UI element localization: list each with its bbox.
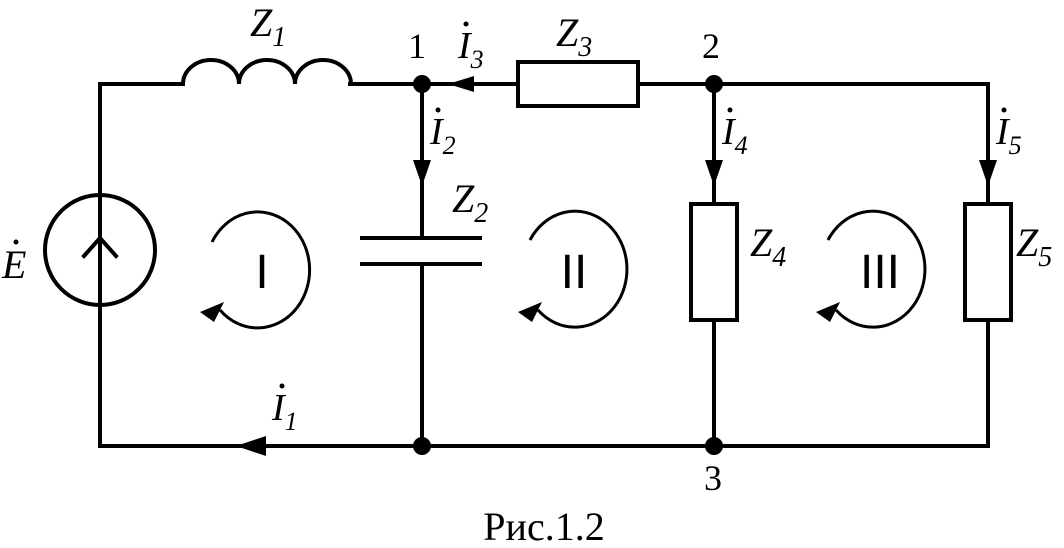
label-z3: Z3 (556, 10, 592, 63)
loop-label-1: I (255, 246, 268, 299)
figure-caption: Рис.1.2 (483, 504, 604, 548)
svg-text:E: E (1, 242, 26, 287)
i5-arrow-head-icon (979, 160, 997, 186)
label-i1: I1 (271, 383, 298, 436)
node-3-dot (705, 437, 723, 455)
resistor-z5 (963, 202, 1013, 322)
label-z5: Z5 (1016, 220, 1052, 273)
node-1-dot (413, 75, 431, 93)
node-1-label: 1 (408, 26, 426, 66)
loop-arrow-3-icon (816, 209, 927, 329)
label-i3: I3 (457, 21, 484, 74)
svg-text:I1: I1 (271, 387, 298, 436)
label-z2: Z2 (452, 176, 488, 229)
i2-arrow-head-icon (413, 160, 431, 186)
i3-arrow-head-icon (448, 76, 474, 92)
svg-text:I3: I3 (457, 25, 484, 74)
svg-text:I4: I4 (721, 111, 748, 160)
inductor-z1 (180, 58, 354, 87)
label-i2: I2 (429, 107, 456, 160)
node-3-label: 3 (704, 458, 722, 498)
node-2-label: 2 (702, 26, 720, 66)
resistor-z3 (516, 60, 640, 108)
loop-arrow-1-icon (200, 210, 312, 330)
loop-arrow-2-icon (518, 209, 629, 329)
svg-text:I5: I5 (995, 111, 1022, 160)
wires (98, 82, 990, 448)
label-i4: I4 (721, 107, 748, 160)
loop-label-3: III (860, 246, 900, 299)
label-i5: I5 (995, 107, 1022, 160)
loop-label-2: II (561, 246, 588, 299)
i4-arrow-head-icon (705, 160, 723, 186)
label-z4: Z4 (750, 220, 786, 273)
voltage-source-e (43, 193, 157, 307)
resistor-z4 (689, 202, 739, 322)
label-z1: Z1 (250, 0, 286, 53)
node-bottom-left-dot (413, 437, 431, 455)
i1-arrow-head-icon (236, 436, 266, 456)
voltage-source-arrow-icon (81, 234, 119, 259)
node-2-dot (705, 75, 723, 93)
svg-text:I2: I2 (429, 111, 456, 160)
label-e: E (1, 239, 26, 287)
